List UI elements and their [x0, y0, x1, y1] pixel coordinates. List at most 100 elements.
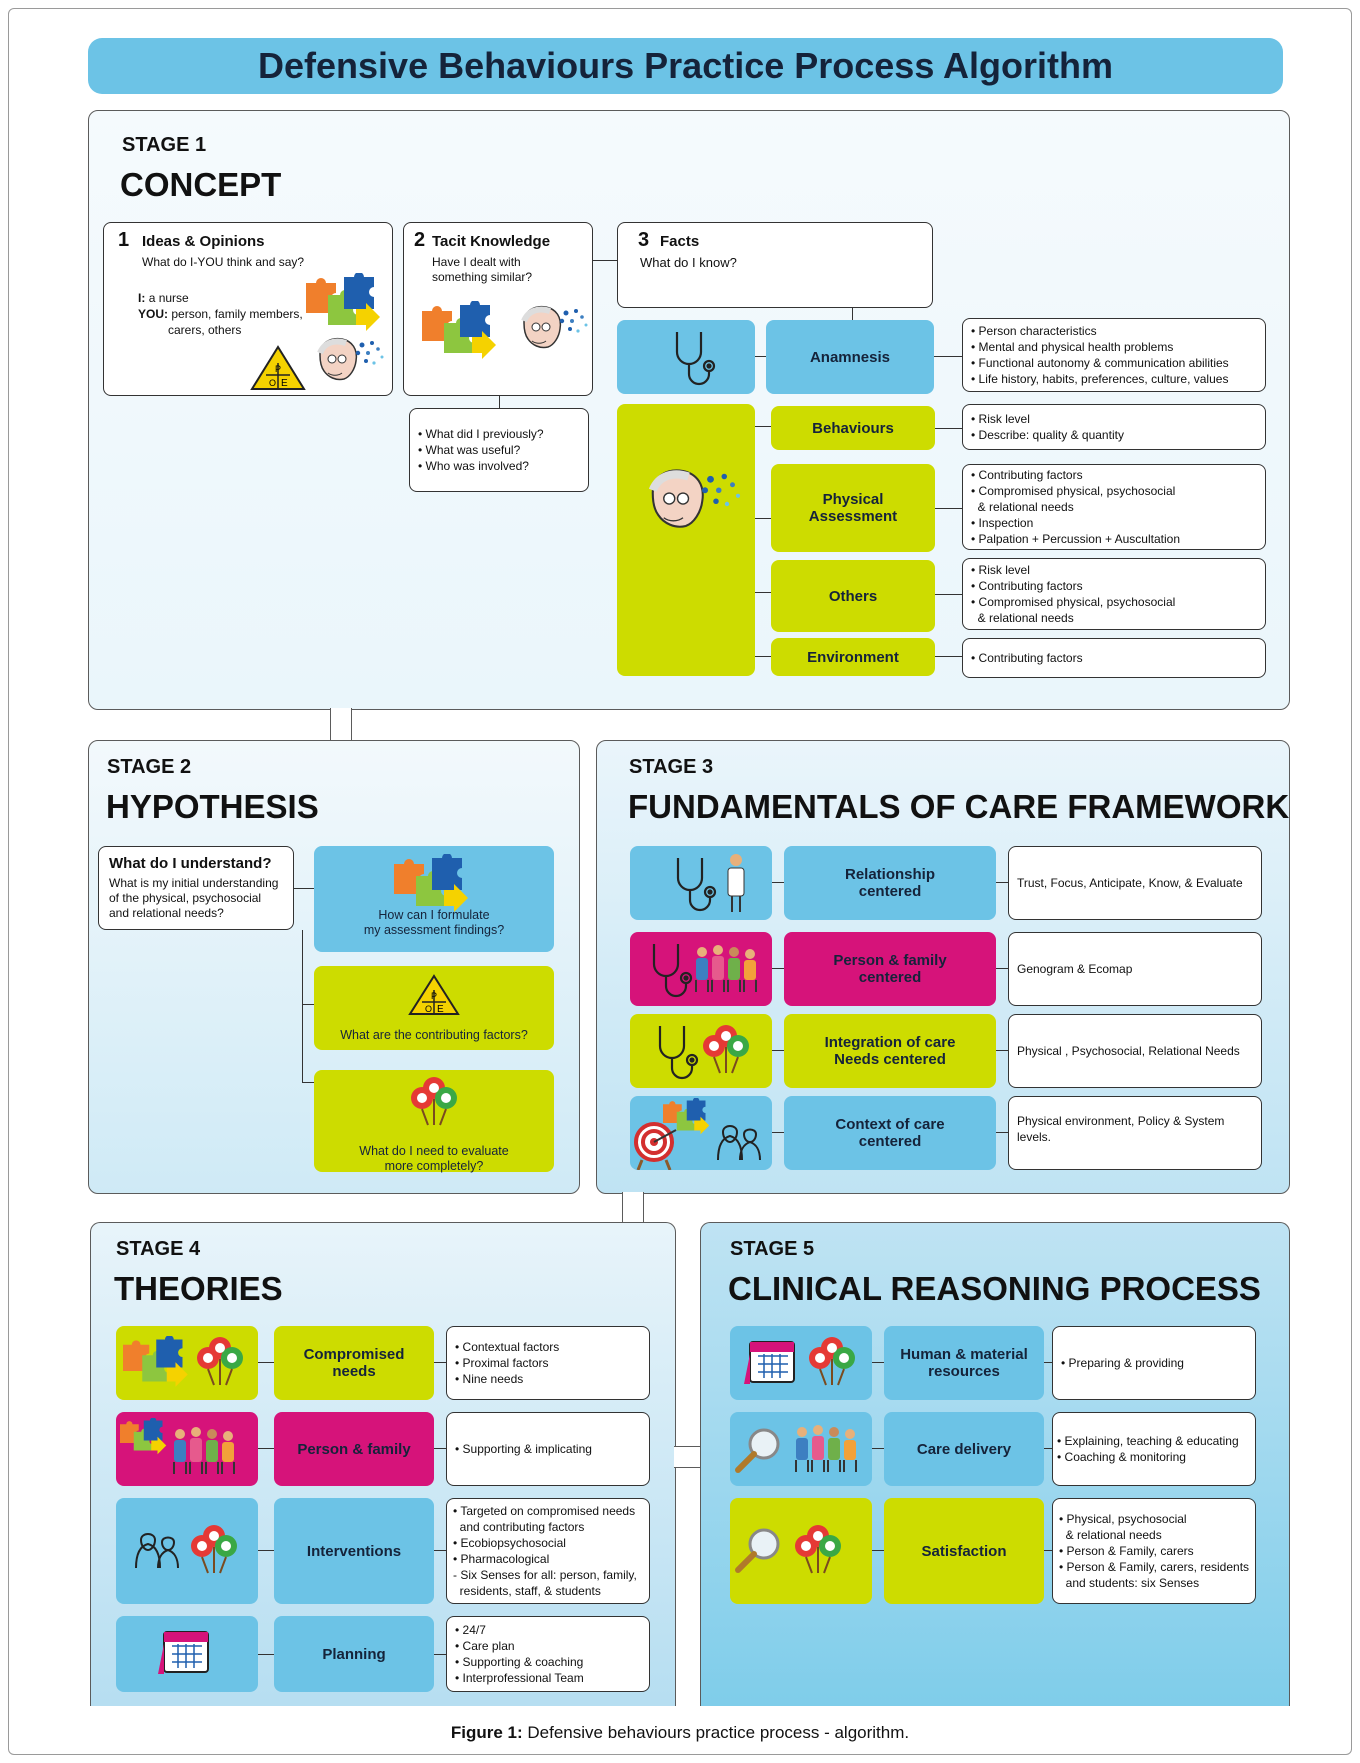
environment-details: • Contributing factors [962, 638, 1266, 678]
tacit-question: • What was useful? [418, 443, 521, 457]
detail-item: • Pharmacological [453, 1552, 550, 1566]
svg-text:O: O [425, 1004, 432, 1014]
interventions-details: • Targeted on compromised needs and cont… [446, 1498, 650, 1604]
svg-text:E: E [437, 1004, 444, 1015]
box-2-number: 2 [414, 229, 426, 251]
stethoscope-icon [658, 1024, 699, 1080]
caption-label: Figure 1: [450, 1723, 523, 1742]
interventions-icon-tile [116, 1498, 258, 1604]
magnifier-icon [734, 1426, 786, 1476]
box-3-number: 3 [638, 229, 650, 251]
stethoscope-icon [652, 942, 693, 998]
relationship-detail: Trust, Focus, Anticipate, Know, & Evalua… [1008, 846, 1262, 920]
connector-line [1044, 1448, 1052, 1449]
detail-item: • Person & Family, carers, residents [1059, 1560, 1250, 1574]
nurse-icon [727, 854, 745, 912]
person-family-icon-tile [630, 932, 772, 1006]
connector-line [1044, 1362, 1052, 1363]
connector-line [872, 1550, 884, 1551]
needs-bubbles-icon [190, 1524, 238, 1574]
detail-item: - Six Senses for all: person, family, [453, 1568, 637, 1582]
detail-item: • Explaining, teaching & educating [1057, 1434, 1239, 1448]
puzzle-icon [120, 1418, 167, 1455]
figure-caption: Figure 1: Defensive behaviours practice … [0, 1723, 1360, 1743]
person-family-icon-tile [116, 1412, 258, 1486]
detail-item: • Palpation + Percussion + Auscultation [971, 532, 1180, 546]
compromised-needs-details: • Contextual factors • Proximal factors … [446, 1326, 650, 1400]
flow-connector [330, 708, 352, 740]
planning-details: • 24/7 • Care plan • Supporting & coachi… [446, 1616, 650, 1692]
connector-line [302, 1004, 314, 1005]
connector-line [755, 518, 771, 519]
evaluate-text: What do I need to evaluate more complete… [359, 1144, 509, 1173]
calendar-icon [744, 1341, 795, 1385]
box-1-question: What do I-YOU think and say? [142, 255, 305, 269]
elder-face-icon [514, 303, 594, 359]
connector-line [934, 356, 962, 357]
detail-item: • Coaching & monitoring [1057, 1450, 1186, 1464]
elder-face-icon [639, 464, 749, 544]
svg-text:E: E [281, 378, 288, 389]
box-1-title: Ideas & Opinions [142, 233, 265, 250]
tacit-question: • What did I previously? [418, 427, 544, 441]
connector-line [755, 592, 771, 593]
connector-line [935, 594, 962, 595]
context-detail: Physical environment, Policy & System le… [1008, 1096, 1262, 1170]
connector-line [935, 656, 962, 657]
behaviours-details: • Risk level • Describe: quality & quant… [962, 404, 1266, 450]
planning-label: Planning [274, 1616, 434, 1692]
ideas-opinions-box: 1 Ideas & Opinions What do I-YOU think a… [103, 222, 393, 396]
connector-line [434, 1550, 446, 1551]
detail-item: • Targeted on compromised needs [453, 1504, 636, 1518]
detail-item: • Contributing factors [971, 579, 1083, 593]
formulate-text: How can I formulate my assessment findin… [363, 908, 505, 937]
connector-line [499, 396, 500, 408]
tacit-question: • Who was involved? [418, 459, 529, 473]
connector-line [302, 1082, 314, 1083]
detail-item: & relational needs [971, 500, 1074, 514]
poe-triangle-icon: P O E [408, 974, 460, 1015]
formulate-card: How can I formulate my assessment findin… [314, 846, 554, 952]
detail-item: • Preparing & providing [1061, 1356, 1184, 1370]
detail-item: • Compromised physical, psychosocial [971, 484, 1176, 498]
connector-line [434, 1362, 446, 1363]
svg-text:O: O [269, 378, 276, 388]
magnifier-icon [734, 1526, 786, 1576]
connector-line [772, 1132, 784, 1133]
puzzle-icon [306, 273, 380, 331]
compromised-needs-icon-tile [116, 1326, 258, 1400]
connector-line [872, 1448, 884, 1449]
context-label: Context of care centered [784, 1096, 996, 1170]
family-icon [173, 1426, 235, 1475]
detail-item: • Mental and physical health problems [971, 340, 1174, 354]
detail-item: residents, staff, & students [453, 1584, 601, 1598]
stage-1-number: STAGE 1 [122, 134, 207, 156]
understanding-title: What do I understand? [109, 855, 272, 872]
compromised-needs-label: Compromised needs [274, 1326, 434, 1400]
anamnesis-icon-tile [617, 320, 755, 394]
detail-item: • Interprofessional Team [455, 1671, 584, 1685]
connector-line [935, 428, 962, 429]
connector-line [258, 1550, 274, 1551]
puzzle-icon [422, 301, 496, 359]
target-icon [634, 1122, 678, 1170]
svg-text:P: P [275, 364, 281, 374]
caption-text: Defensive behaviours practice process - … [527, 1723, 910, 1742]
integration-icon-tile [630, 1014, 772, 1088]
understanding-box: What do I understand? What is my initial… [98, 846, 294, 930]
stage-4-name: THEORIES [114, 1270, 283, 1307]
integration-label: Integration of care Needs centered [784, 1014, 996, 1088]
environment-label: Environment [771, 638, 935, 676]
needs-bubbles-icon [794, 1524, 842, 1574]
box-1-you-line-2: carers, others [168, 323, 242, 337]
detail-item: • Life history, habits, preferences, cul… [971, 372, 1229, 386]
detail-item: • Nine needs [455, 1372, 524, 1386]
people-outline-icon [135, 1533, 179, 1569]
stage-2-number: STAGE 2 [107, 756, 192, 778]
stage-5-name: CLINICAL REASONING PROCESS [728, 1270, 1261, 1307]
connector-line [1044, 1550, 1052, 1551]
stage-3-number: STAGE 3 [629, 756, 714, 778]
box-3-title: Facts [660, 233, 700, 250]
connector-line [772, 968, 784, 969]
person-family-detail: Genogram & Ecomap [1008, 932, 1262, 1006]
